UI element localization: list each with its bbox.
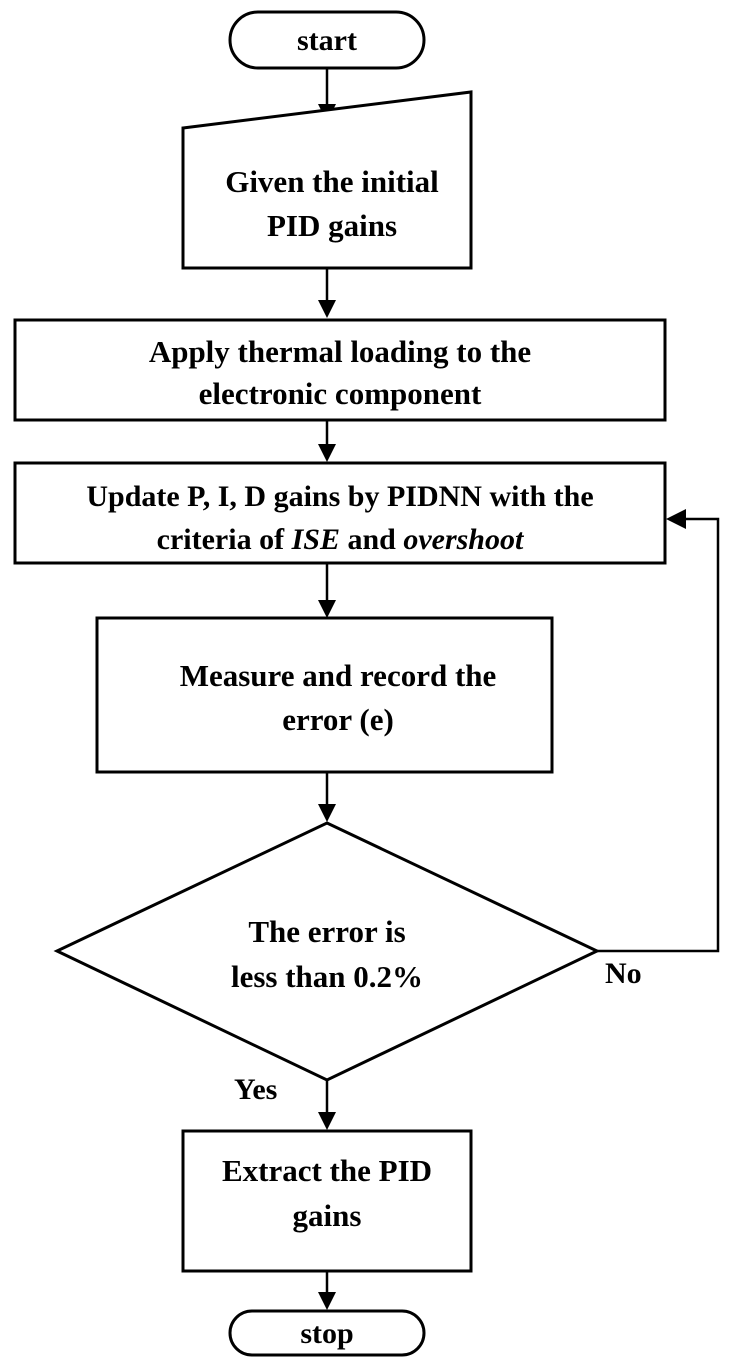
update-gains-prefix: criteria of: [157, 523, 292, 556]
arrow-measure-to-decision: [318, 772, 336, 822]
decision-node: The error is less than 0.2%: [53, 821, 601, 1082]
stop-node: stop: [228, 1309, 426, 1357]
update-gains-line1: Update P, I, D gains by PIDNN with the: [86, 480, 593, 513]
arrow-no-loop: [597, 509, 720, 953]
stop-label: stop: [300, 1317, 353, 1350]
update-gains-term-overshoot: overshoot: [403, 523, 525, 556]
apply-loading-line1: Apply thermal loading to the: [149, 334, 531, 369]
initial-gains-line2: PID gains: [267, 208, 397, 243]
arrow-apply-to-update: [318, 420, 336, 462]
apply-loading-node: Apply thermal loading to the electronic …: [13, 318, 667, 422]
update-gains-term-ise: ISE: [291, 523, 340, 556]
arrow-update-to-measure: [318, 563, 336, 618]
initial-gains-line1: Given the initial: [225, 164, 439, 199]
edge-label-no: No: [605, 957, 642, 990]
decision-line1: The error is: [248, 914, 405, 949]
start-node: start: [228, 10, 426, 70]
initial-gains-node: Given the initial PID gains: [181, 90, 473, 270]
measure-line2: error (e): [282, 702, 394, 737]
extract-node: Extract the PID gains: [181, 1129, 473, 1273]
update-gains-middle: and: [340, 523, 403, 556]
arrow-yes-to-extract: [318, 1080, 336, 1130]
arrow-extract-to-stop: [318, 1271, 336, 1310]
measure-node: Measure and record the error (e): [95, 616, 554, 774]
apply-loading-line2: electronic component: [199, 376, 482, 411]
update-gains-line2: criteria of ISE and overshoot: [157, 523, 525, 556]
start-label: start: [297, 24, 357, 57]
extract-line1: Extract the PID: [222, 1153, 432, 1188]
update-gains-node: Update P, I, D gains by PIDNN with the c…: [13, 461, 667, 565]
arrow-initial-to-apply: [318, 268, 336, 318]
decision-line2: less than 0.2%: [231, 959, 423, 994]
extract-line2: gains: [293, 1198, 362, 1233]
edge-label-yes: Yes: [234, 1073, 277, 1106]
measure-line1: Measure and record the: [180, 658, 497, 693]
